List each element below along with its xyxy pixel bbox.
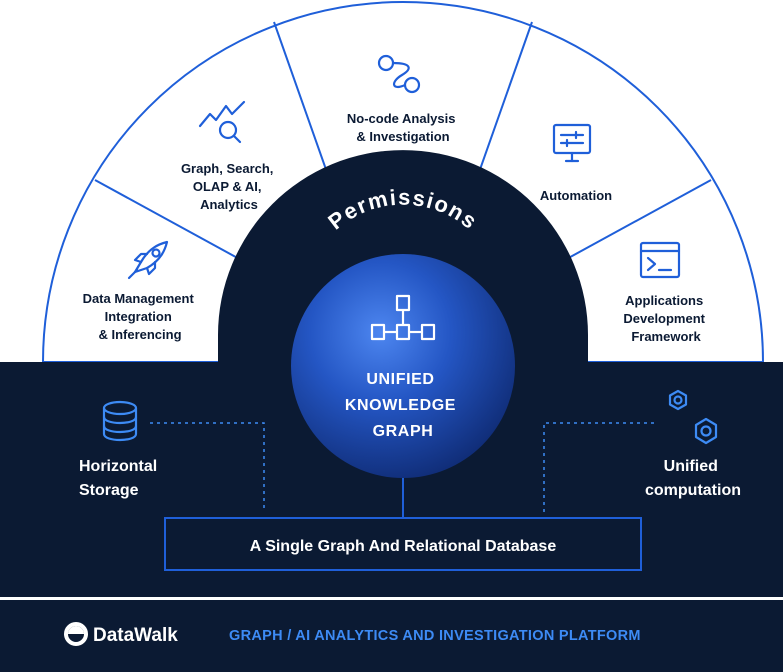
- svg-text:Graph, Search, OLAP & AI: Graph, Search, OLAP & AI, Analytics: [181, 161, 277, 212]
- divider-3: [470, 21, 533, 196]
- svg-text:Data Management Integrat: Data Management Integration & Inferencin…: [83, 291, 198, 342]
- segment-label-line: Graph, Search,: [181, 161, 273, 176]
- svg-text:Unified computation: Unified computation: [645, 458, 741, 499]
- search-analytics-icon: [198, 100, 246, 144]
- storage-label-line: Horizontal: [79, 458, 157, 475]
- segment-data-management: Data Management Integration & Inferencin…: [83, 240, 198, 342]
- computation-label-line: Unified: [664, 458, 718, 475]
- segment-label-line: & Investigation: [356, 129, 449, 144]
- terminal-icon: [639, 241, 681, 279]
- segment-applications: Applications Development Framework: [623, 241, 708, 344]
- connector-lines: [150, 422, 654, 512]
- segment-label-line: Data Management: [83, 291, 195, 306]
- datawalk-logo: [64, 622, 88, 646]
- gears-icon: [668, 389, 718, 445]
- computation-label-line: computation: [645, 482, 741, 499]
- path-icon: [377, 54, 421, 94]
- database-icon: [102, 400, 138, 442]
- segment-label-line: Development: [623, 311, 705, 326]
- segment-label-line: Analytics: [200, 197, 258, 212]
- footer-divider: [0, 597, 783, 600]
- svg-text:Applications Development: Applications Development Framework: [623, 293, 708, 344]
- core-label-line: UNIFIED: [366, 371, 434, 388]
- segment-label-line: Automation: [540, 188, 612, 203]
- segment-label-line: Framework: [631, 329, 701, 344]
- segment-label-line: OLAP & AI,: [193, 179, 262, 194]
- horizontal-storage: Horizontal Storage: [79, 400, 162, 499]
- storage-label-line: Storage: [79, 482, 139, 499]
- database-box: A Single Graph And Relational Database: [164, 517, 642, 571]
- graph-nodes-icon: [370, 294, 436, 341]
- segment-label-line: & Inferencing: [98, 327, 181, 342]
- brand-name: DataWalk: [93, 625, 178, 646]
- divider-2: [273, 21, 336, 196]
- segment-no-code-analysis: No-code Analysis & Investigation: [347, 54, 459, 144]
- database-label: A Single Graph And Relational Database: [250, 538, 557, 555]
- divider-1: [94, 179, 255, 268]
- core-label-line: KNOWLEDGE: [345, 397, 456, 414]
- segment-automation: Automation: [540, 123, 612, 203]
- unified-computation: Unified computation: [645, 389, 741, 499]
- svg-text:Horizontal Storage: Horizontal Storage: [79, 458, 162, 499]
- segment-label-line: Integration: [105, 309, 172, 324]
- segment-graph-search: Graph, Search, OLAP & AI, Analytics: [181, 100, 277, 212]
- unified-knowledge-graph: UNIFIED KNOWLEDGE GRAPH: [291, 254, 515, 478]
- footer-bar: [0, 600, 783, 672]
- svg-text:No-code Analysis & Inves: No-code Analysis & Investigation: [347, 111, 459, 144]
- segment-label-line: Applications: [625, 293, 703, 308]
- divider-4: [551, 179, 712, 268]
- platform-tagline: GRAPH / AI ANALYTICS AND INVESTIGATION P…: [229, 628, 641, 644]
- core-label-line: GRAPH: [373, 423, 434, 440]
- rocket-icon: [127, 240, 169, 280]
- svg-text:UNIFIED KNOWLEDGE: UNIFIED KNOWLEDGE GRAPH: [345, 371, 461, 440]
- svg-text:Automation: Automation: [540, 188, 612, 203]
- sliders-monitor-icon: [552, 123, 592, 163]
- segment-label-line: No-code Analysis: [347, 111, 456, 126]
